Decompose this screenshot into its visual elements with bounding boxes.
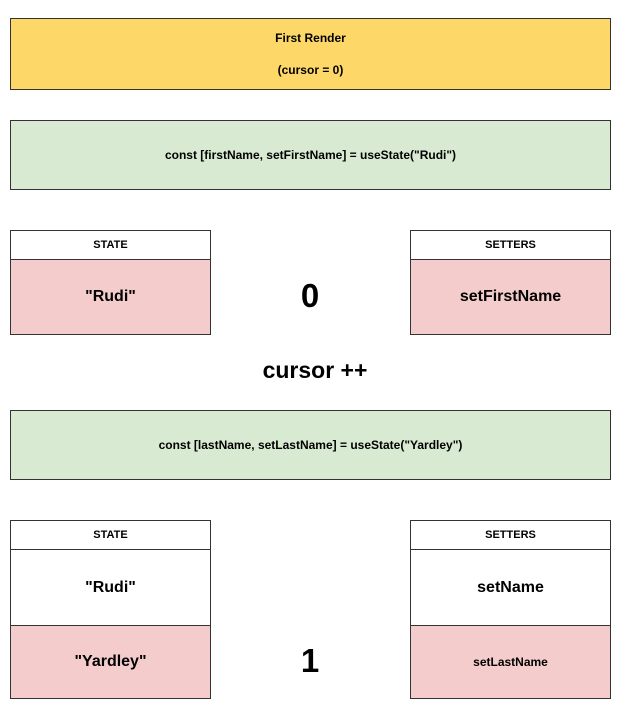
first-state-header-label: STATE xyxy=(93,239,128,251)
first-setters-header: SETTERS xyxy=(410,230,611,260)
second-setter-value-0: setName xyxy=(477,578,544,596)
second-state-header-label: STATE xyxy=(93,529,128,541)
first-cursor-index: 0 xyxy=(300,277,320,314)
second-setter-cell-1: setLastName xyxy=(410,625,611,699)
second-setter-cell-0: setName xyxy=(410,549,611,626)
first-setter-value-0: setFirstName xyxy=(459,288,562,305)
first-state-header: STATE xyxy=(10,230,211,260)
first-setter-cell-0: setFirstName xyxy=(410,259,611,335)
first-render-header: First Render (cursor = 0) xyxy=(10,18,611,90)
second-setter-value-1: setLastName xyxy=(473,655,548,669)
header-cursor-note: (cursor = 0) xyxy=(277,63,344,77)
second-setters-header-label: SETTERS xyxy=(485,529,536,541)
first-state-value-0: "Rudi" xyxy=(85,288,136,305)
second-state-value-1: "Yardley" xyxy=(74,653,147,670)
second-cursor-index: 1 xyxy=(300,642,320,679)
first-usestate-code: const [firstName, setFirstName] = useSta… xyxy=(164,148,457,162)
second-state-header: STATE xyxy=(10,520,211,550)
first-state-cell-0: "Rudi" xyxy=(10,259,211,335)
second-usestate-call: const [lastName, setLastName] = useState… xyxy=(10,410,611,480)
second-state-cell-1: "Yardley" xyxy=(10,625,211,699)
second-setters-header: SETTERS xyxy=(410,520,611,550)
header-title: First Render xyxy=(275,31,346,45)
second-state-value-0: "Rudi" xyxy=(85,578,136,596)
second-state-cell-0: "Rudi" xyxy=(10,549,211,626)
second-usestate-code: const [lastName, setLastName] = useState… xyxy=(158,438,463,452)
first-usestate-call: const [firstName, setFirstName] = useSta… xyxy=(10,120,611,190)
cursor-increment-label: cursor ++ xyxy=(262,357,368,383)
first-setters-header-label: SETTERS xyxy=(485,239,536,251)
